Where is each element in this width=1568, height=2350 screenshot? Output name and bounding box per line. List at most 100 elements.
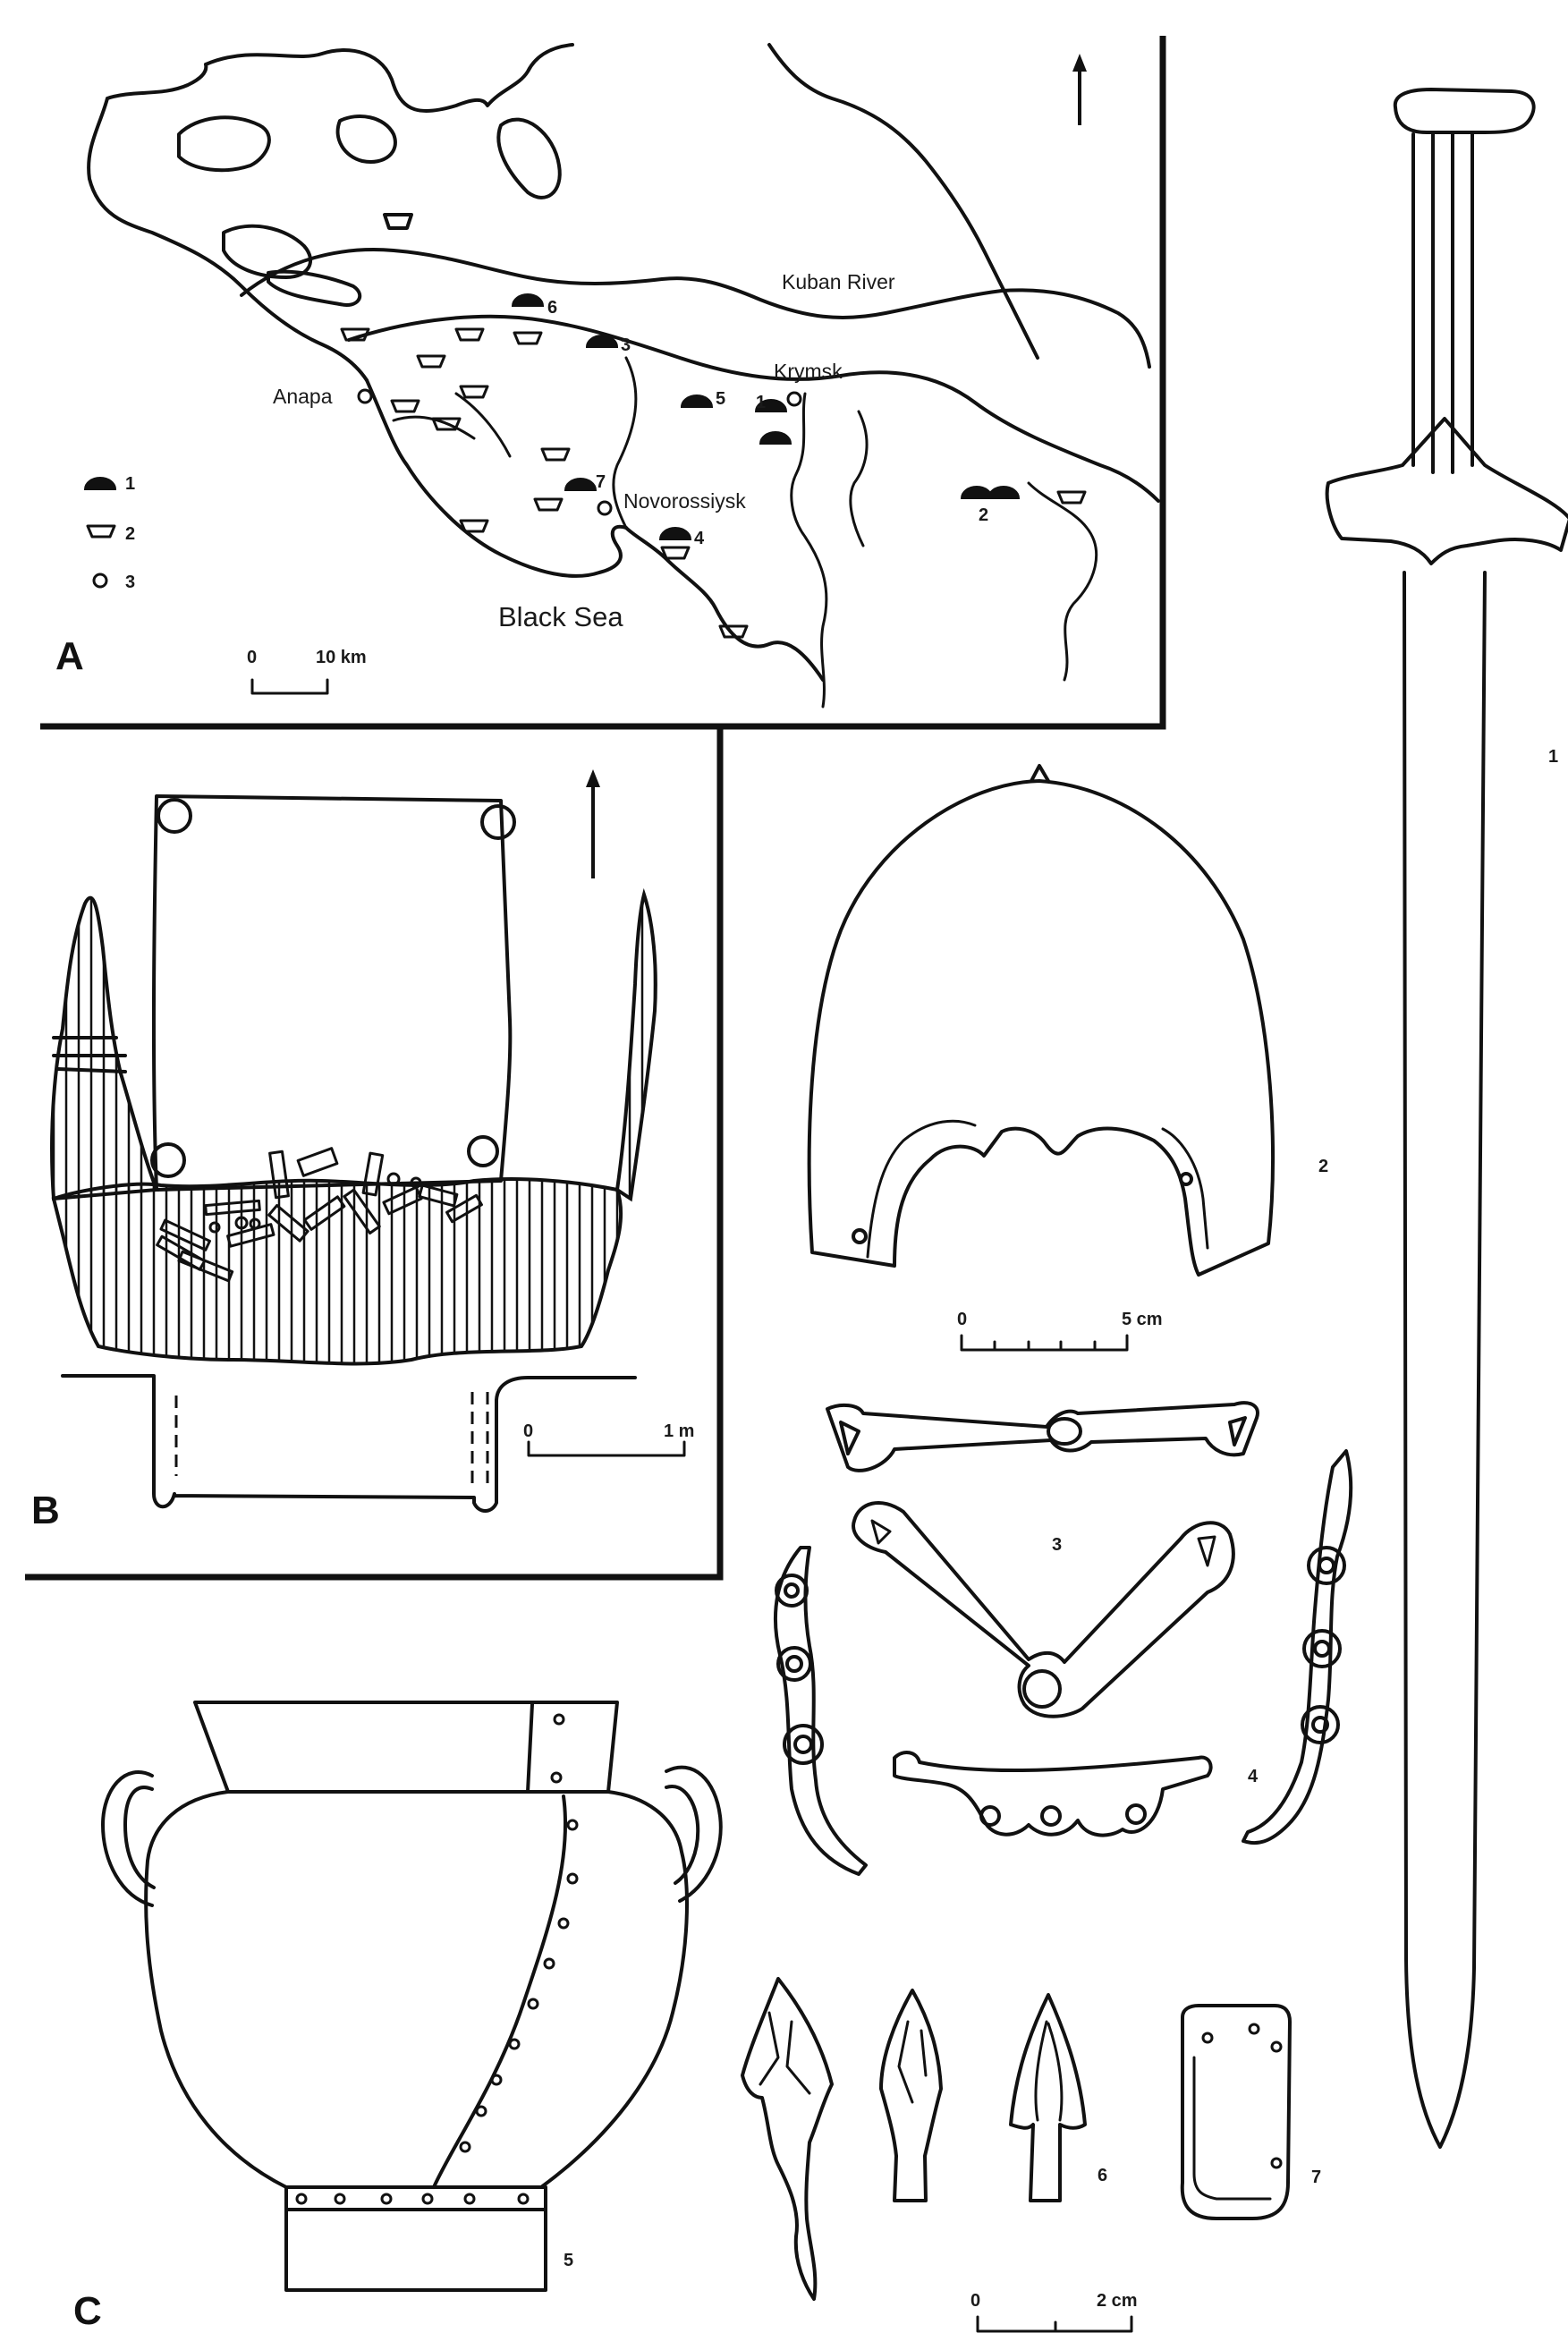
- cheek-pieces: 4: [774, 1449, 1353, 1876]
- find-number-7: 7: [1311, 2168, 1321, 2187]
- panel-letter-b: B: [31, 1489, 60, 1532]
- site-number-5: 5: [716, 389, 725, 409]
- cheek-left-ring-2: [776, 1646, 812, 1682]
- map-scale-start: 0: [247, 648, 257, 667]
- section-dashed-posts: [174, 1392, 489, 1485]
- sword-pommel: [1393, 88, 1536, 134]
- helmet-finial: [1030, 764, 1050, 783]
- arrowhead-1: [741, 1977, 834, 2301]
- label-black-sea: Black Sea: [498, 601, 623, 632]
- arrowhead-2-detail: [897, 2020, 928, 2104]
- post-hole-2: [480, 804, 516, 840]
- cheek-piece-bottom: [893, 1751, 1213, 1837]
- legend-label-2: 2: [125, 524, 135, 544]
- panel-b-grave-plan: 0 1 m B: [25, 726, 724, 1581]
- site-number-2: 2: [979, 505, 988, 525]
- lagoon-6: [383, 213, 413, 230]
- river-north: [767, 43, 1039, 360]
- plan-scale-bar: 0 1 m: [523, 1421, 694, 1457]
- cheek-piece-right: [1242, 1449, 1353, 1845]
- arrowhead-3: [1009, 1993, 1087, 2202]
- bit-lower: [852, 1501, 1235, 1718]
- bit-lower-loops: [870, 1519, 1216, 1567]
- plan-frame: [25, 726, 724, 1581]
- map-frame: [40, 36, 1166, 730]
- cauldron-base: [284, 2185, 547, 2292]
- panel-letter-c: C: [73, 2289, 102, 2333]
- panel-c-finds: 1 2 0 5 cm 3: [73, 88, 1568, 2333]
- lagoon-2: [335, 115, 397, 164]
- town-marker-novorossiysk: [597, 500, 613, 516]
- stream-2: [790, 392, 828, 708]
- cheek-left-hole-3: [793, 1735, 813, 1754]
- cheek-right-hole-2: [1313, 1640, 1331, 1658]
- hatched-wall-right: [614, 887, 657, 1202]
- cheek-bottom-hole-1: [979, 1805, 1001, 1827]
- site-number-6: 6: [547, 298, 557, 318]
- plate: 7: [1180, 2004, 1321, 2220]
- bit-upper: [826, 1401, 1259, 1472]
- cauldron: 5: [101, 1701, 723, 2292]
- plate-hole-1: [1201, 2032, 1214, 2044]
- arrowheads: 6: [741, 1977, 1107, 2301]
- helmet-rivet-right: [1179, 1172, 1193, 1186]
- north-arrow-icon-b: [586, 769, 600, 878]
- site-marker-3: [585, 335, 619, 348]
- site-marker-2b: [987, 486, 1021, 499]
- coastline: [87, 43, 574, 382]
- wood-plank-marks: [52, 1036, 127, 1073]
- cheek-bottom-hole-3: [1125, 1803, 1147, 1825]
- small-finds-scale-bar: 0 2 cm: [970, 2291, 1138, 2333]
- site-marker-1a: [754, 399, 788, 412]
- find-number-3: 3: [1052, 1535, 1062, 1555]
- arrowhead-2: [879, 1989, 943, 2202]
- legend-label-1: 1: [125, 474, 135, 494]
- cheek-right-ring-1: [1307, 1546, 1346, 1585]
- grave-section: [61, 1374, 637, 1513]
- site-marker-7: [564, 478, 598, 491]
- stream-3: [849, 410, 869, 547]
- cauldron-rim-seam: [526, 1702, 534, 1794]
- hatched-wall-left: [50, 895, 159, 1201]
- legend-town-icon: [92, 573, 108, 589]
- grave-pit: [151, 794, 513, 1192]
- panel-letter-a: A: [55, 634, 84, 678]
- panel-a-map: Kuban River Krymsk Anapa Novorossiysk Bl…: [40, 36, 1166, 730]
- site-number-7: 7: [596, 472, 606, 492]
- helmet-scale-bar: 0 5 cm: [957, 1310, 1163, 1352]
- map-legend: 1 2 3: [83, 474, 135, 592]
- cheek-left-hole-2: [785, 1655, 803, 1673]
- bit-lower-ring: [1022, 1669, 1062, 1709]
- helmet-rim: [866, 1119, 1209, 1259]
- plate-outline: [1180, 2004, 1292, 2220]
- plan-scale-start: 0: [523, 1421, 533, 1441]
- helmet-dome: [807, 779, 1275, 1277]
- label-kuban-river: Kuban River: [782, 270, 895, 293]
- stream-4: [1027, 481, 1098, 682]
- lagoon-3: [496, 117, 562, 199]
- lagoon-4: [222, 224, 313, 279]
- kuban-river: [240, 248, 1151, 369]
- helmet-rivet-left: [852, 1228, 868, 1244]
- cauldron-seam: [432, 1794, 568, 2189]
- bit-upper-ring: [1047, 1417, 1082, 1446]
- label-krymsk: Krymsk: [774, 360, 843, 383]
- find-number-6: 6: [1098, 2166, 1107, 2185]
- coast-south-east: [624, 526, 825, 682]
- cheek-left-hole-1: [784, 1582, 800, 1599]
- find-number-4: 4: [1248, 1767, 1259, 1786]
- small-scale-start: 0: [970, 2291, 980, 2311]
- legend-label-3: 3: [125, 573, 135, 592]
- legend-burial-icon: [83, 477, 117, 490]
- site-number-1: 1: [756, 393, 766, 412]
- finds-cluster: [156, 1147, 483, 1283]
- site-marker-1b: [759, 431, 792, 445]
- cheek-right-hole-1: [1318, 1557, 1335, 1574]
- plate-hole-2: [1248, 2023, 1260, 2035]
- site-number-3: 3: [621, 335, 631, 355]
- cheek-left-ring-3: [783, 1724, 824, 1765]
- site-marker-2a: [960, 486, 994, 499]
- sword-grip: [1411, 132, 1474, 474]
- helmet-scale-start: 0: [957, 1310, 967, 1329]
